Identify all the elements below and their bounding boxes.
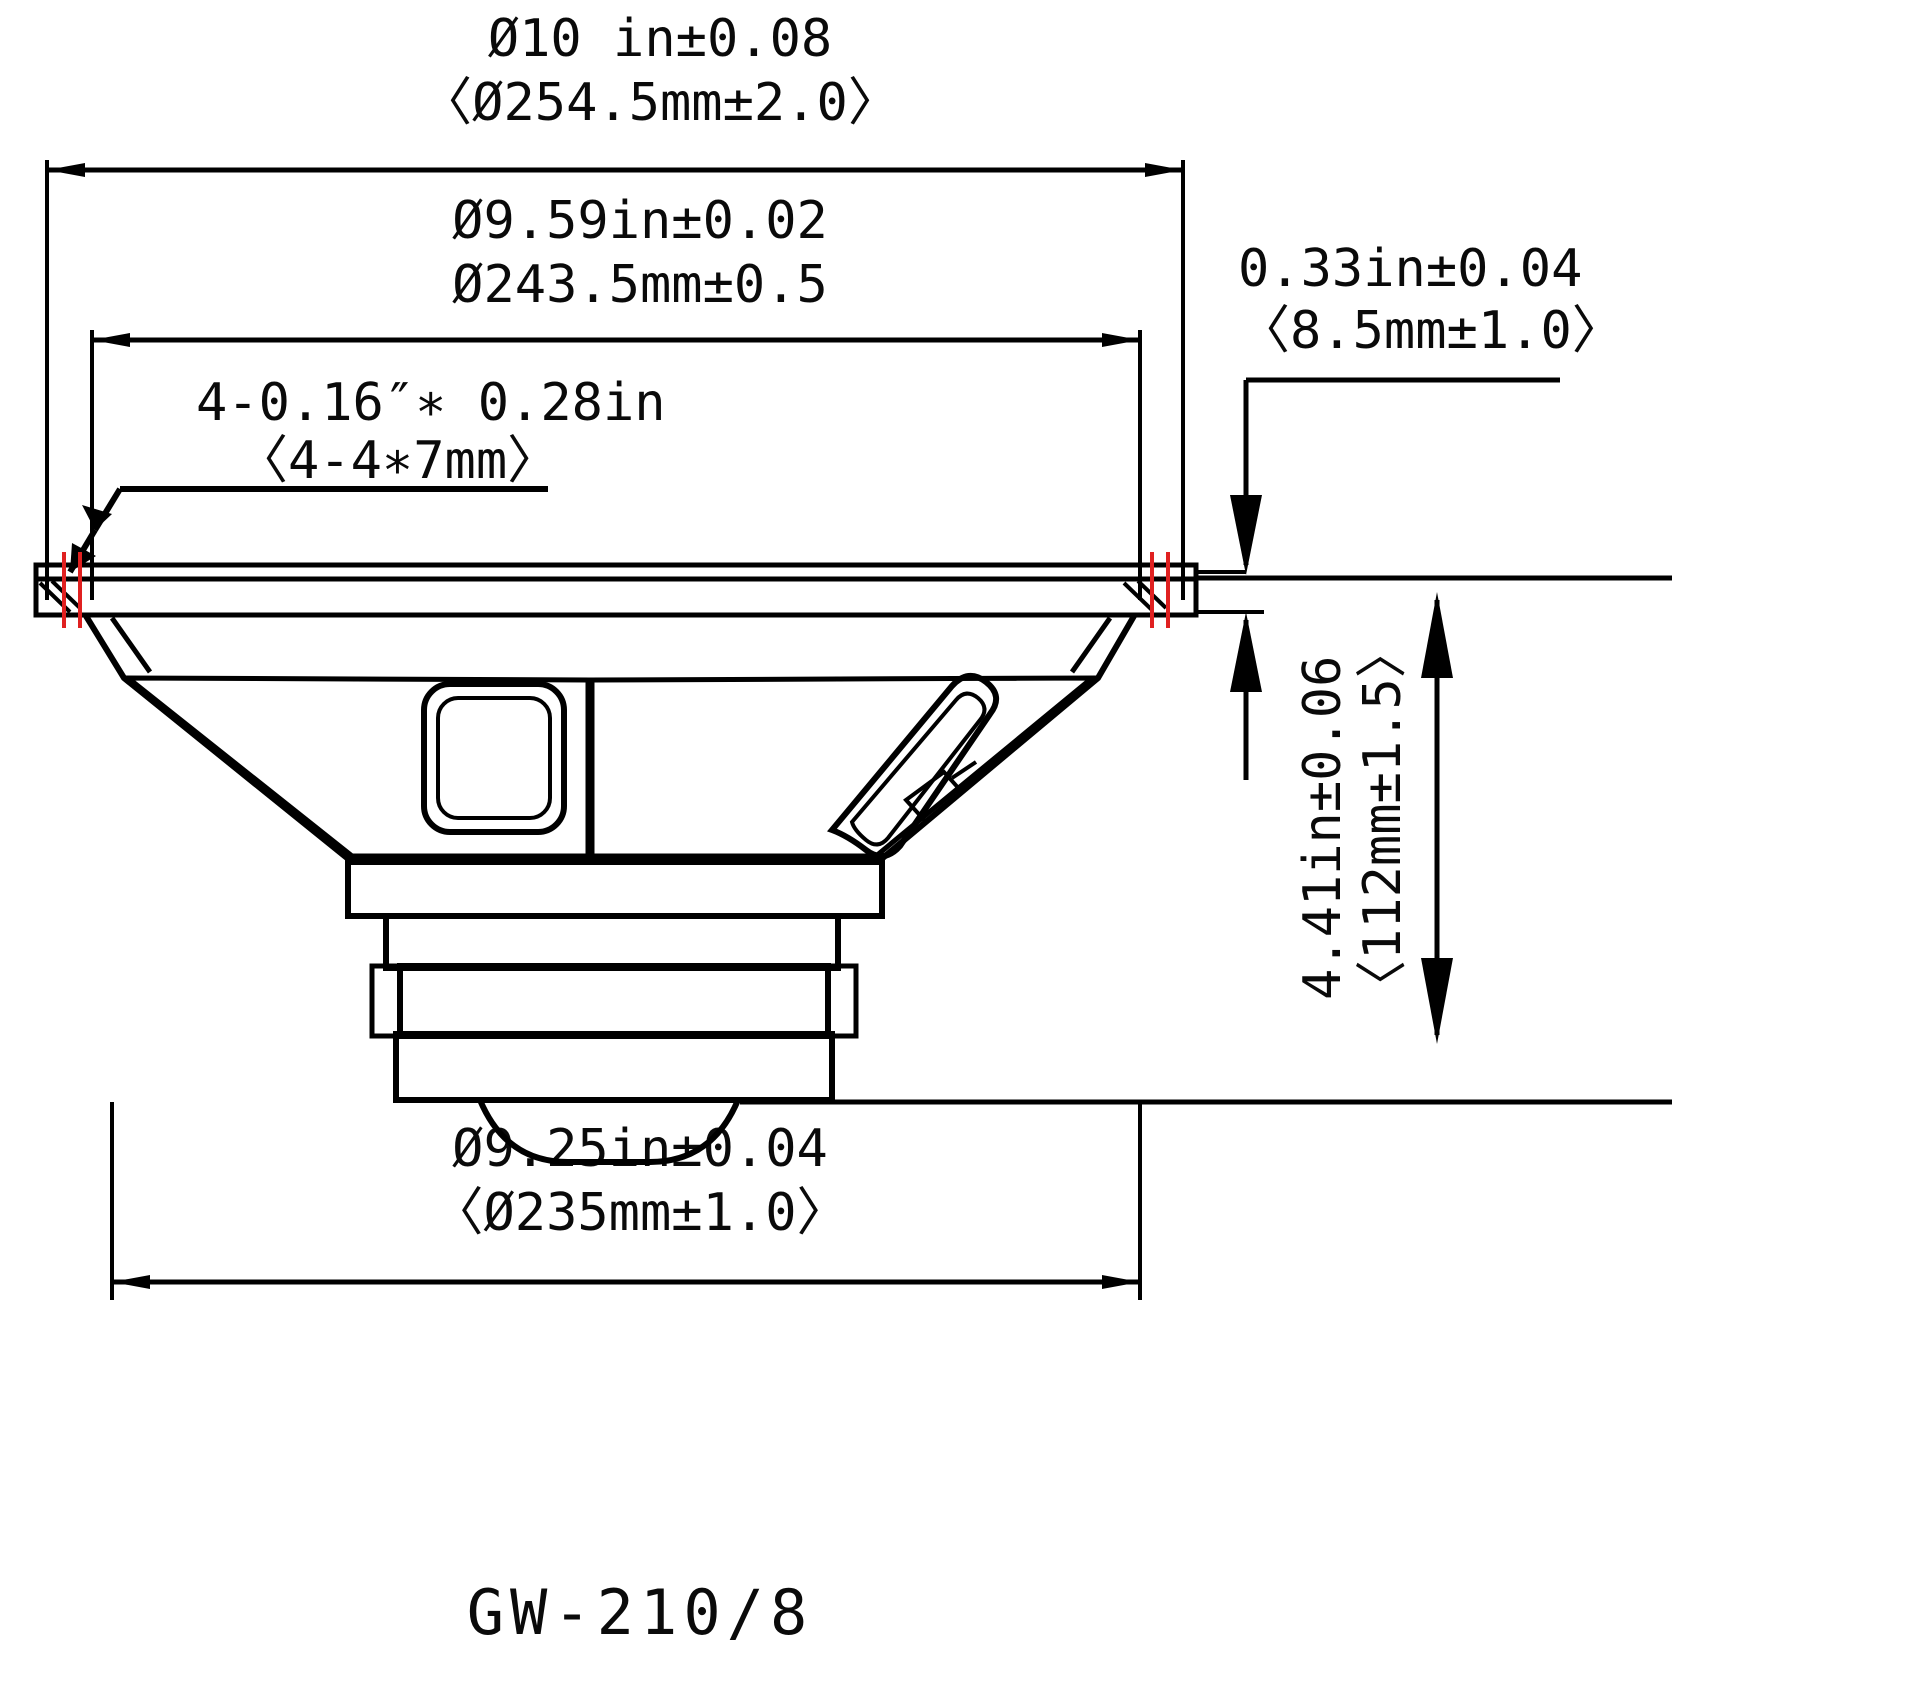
overall-diameter-label-line2: 〈Ø254.5mm±2.0〉: [420, 73, 900, 133]
dimension-lines: [45, 160, 1672, 1300]
mounting-slot-label-line2: 〈4-4∗7mm〉: [236, 431, 560, 491]
overall-diameter-label-line1: Ø10 in±0.08: [487, 9, 833, 69]
bolt-circle-label-line1: Ø9.59in±0.02: [452, 191, 828, 251]
cone-ribs: [120, 673, 1099, 859]
flange-thickness-dimension: [1196, 377, 1560, 780]
mounting-slot-leader: [67, 486, 548, 574]
cutout-diameter-dimension: [110, 1102, 1142, 1300]
cutout-diameter-label-line2: 〈Ø235mm±1.0〉: [431, 1183, 849, 1243]
flange-thickness-label-line1: 0.33in±0.04: [1238, 239, 1583, 299]
flange-thickness-label-line2: 〈8.5mm±1.0〉: [1238, 301, 1624, 361]
speaker-cross-section: [33, 552, 1199, 1165]
flange-plate: [33, 562, 1199, 618]
drawing-title: GW-210/8: [466, 1576, 814, 1649]
bolt-circle-dimension: [90, 330, 1142, 600]
voice-coil-neck: [345, 855, 885, 971]
slot-centerlines: [62, 552, 1170, 628]
overall-diameter-dimension: [45, 160, 1185, 600]
overall-depth-dimension: [740, 575, 1672, 1105]
back-plate: [475, 1097, 743, 1165]
bolt-circle-label-line2: Ø243.5mm±0.5: [452, 255, 828, 315]
magnet-assembly: [369, 963, 859, 1103]
basket-walls: [83, 614, 1137, 865]
mounting-slot-label-line1: 4-0.16″∗ 0.28in: [196, 373, 666, 433]
